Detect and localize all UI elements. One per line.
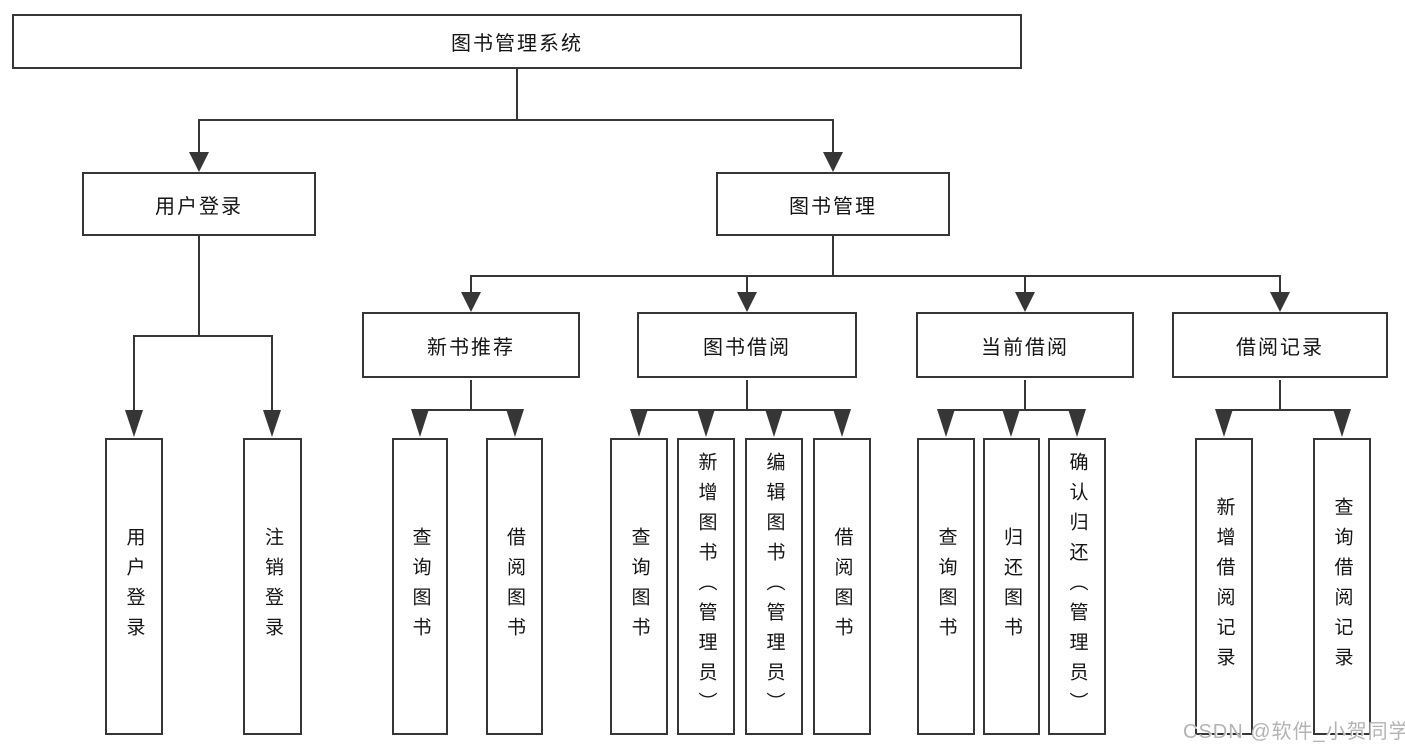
leaf-query-borrow-record: 查询借阅记录 xyxy=(1313,438,1371,735)
arrow-down-icon xyxy=(833,409,851,437)
connector-line xyxy=(470,236,1281,294)
arrow-down-icon xyxy=(263,410,281,437)
arrow-down-icon xyxy=(737,292,757,312)
arrow-down-icon xyxy=(823,152,843,172)
arrow-down-icon xyxy=(411,409,429,437)
node-new-book-recommend: 新书推荐 xyxy=(362,312,580,378)
node-library-management-system: 图书管理系统 xyxy=(12,14,1022,69)
connector-line xyxy=(945,380,1078,411)
leaf-borrow-books-recommend: 借阅图书 xyxy=(486,438,543,735)
node-book-borrow: 图书借阅 xyxy=(637,312,857,378)
arrow-down-icon xyxy=(1068,409,1086,437)
connector-line xyxy=(638,380,843,411)
node-borrow-records: 借阅记录 xyxy=(1172,312,1388,378)
arrow-down-icon xyxy=(1002,409,1020,437)
leaf-add-books-admin: 新增图书（管理员） xyxy=(677,438,735,735)
arrow-down-icon xyxy=(1270,292,1290,312)
leaf-query-books-borrow: 查询图书 xyxy=(610,438,668,735)
arrow-down-icon xyxy=(630,409,648,437)
arrow-down-icon xyxy=(765,409,783,437)
connector-line xyxy=(1223,380,1343,411)
connector-line xyxy=(419,380,516,411)
arrow-down-icon xyxy=(1333,409,1351,437)
leaf-confirm-return-admin: 确认归还（管理员） xyxy=(1048,438,1106,735)
arrow-down-icon xyxy=(506,409,524,437)
leaf-return-books: 归还图书 xyxy=(983,438,1040,735)
arrow-down-icon xyxy=(461,292,481,312)
arrow-down-icon xyxy=(937,409,955,437)
node-book-management: 图书管理 xyxy=(716,172,950,236)
arrow-down-icon xyxy=(125,410,143,437)
connector-line xyxy=(198,69,834,156)
node-current-borrow: 当前借阅 xyxy=(916,312,1134,378)
connector-line xyxy=(133,236,273,412)
arrow-down-icon xyxy=(697,409,715,437)
leaf-logout: 注销登录 xyxy=(243,438,302,735)
leaf-query-books-recommend: 查询图书 xyxy=(392,438,448,735)
leaf-edit-books-admin: 编辑图书（管理员） xyxy=(745,438,803,735)
leaf-query-books-current: 查询图书 xyxy=(917,438,975,735)
arrow-down-icon xyxy=(189,152,209,172)
leaf-borrow-books: 借阅图书 xyxy=(813,438,871,735)
csdn-watermark: CSDN @软件_小贺同学 xyxy=(1183,721,1405,743)
arrow-down-icon xyxy=(1015,292,1035,312)
leaf-add-borrow-record: 新增借阅记录 xyxy=(1195,438,1253,735)
node-user-login: 用户登录 xyxy=(82,172,316,236)
arrow-down-icon xyxy=(1215,409,1233,437)
leaf-user-login: 用户登录 xyxy=(105,438,163,735)
